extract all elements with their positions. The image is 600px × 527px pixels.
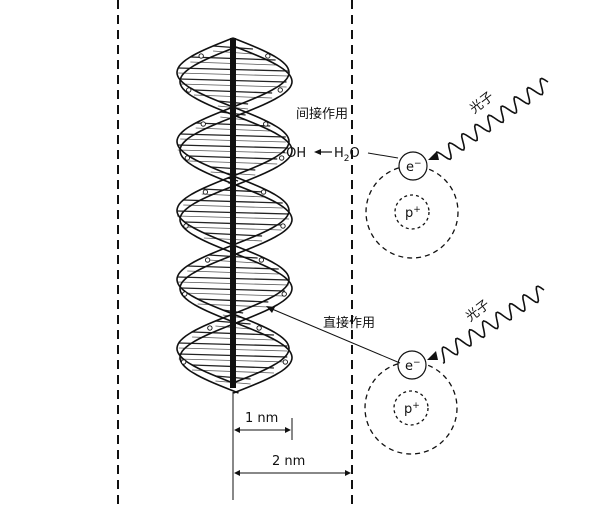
- bottom-photon-wave: [441, 285, 545, 364]
- bottom-proton-circle: [393, 390, 429, 426]
- water-h: H: [334, 146, 344, 161]
- backbone-node: [181, 359, 187, 365]
- backbone-node: [258, 257, 265, 263]
- water-to-hydroxyl-arrowhead: [314, 149, 321, 155]
- direct-action-pointer-line: [271, 308, 401, 364]
- scale-2nm-arrow-right: [345, 470, 351, 476]
- direct-action-arrowhead: [266, 306, 275, 313]
- top-electron-label: e−: [406, 159, 422, 175]
- backbone-node: [279, 155, 285, 161]
- backbone-node: [282, 359, 288, 365]
- backbone-node: [256, 325, 262, 331]
- backbone-strand-edge: [176, 37, 290, 385]
- backbone-node: [263, 121, 269, 127]
- bottom-photon-arrowhead: [427, 351, 438, 360]
- scale-1nm-arrow-left: [234, 427, 240, 433]
- top-photon-arrowhead: [428, 151, 439, 160]
- backbone-node: [184, 155, 190, 161]
- water-subscript: 2: [344, 154, 350, 164]
- scale-2nm-label: 2 nm: [272, 454, 305, 469]
- top-proton-label: p+: [405, 205, 421, 221]
- backbone-node: [281, 291, 287, 297]
- water-o: O: [350, 146, 360, 161]
- top-proton-circle: [394, 194, 430, 230]
- backbone-node: [204, 257, 211, 263]
- backbone-node: [186, 87, 192, 93]
- backbone-strand-edge: [179, 46, 293, 394]
- backbone-node: [183, 223, 189, 229]
- backbone-node: [265, 53, 271, 59]
- backbone-node: [280, 223, 286, 229]
- top-photon-wave: [435, 77, 549, 161]
- scale-1nm-label: 1 nm: [245, 411, 278, 426]
- bottom-photon-label: 光子: [463, 297, 493, 325]
- backbone-node: [260, 189, 267, 195]
- scale-1nm-arrow-right: [285, 427, 291, 433]
- bottom-proton-label: p+: [404, 401, 420, 417]
- hydroxyl-radical-label: ·OH: [282, 146, 306, 161]
- backbone-node: [200, 121, 206, 127]
- direct-action-label: 直接作用: [323, 315, 375, 331]
- top-photon-label: 光子: [467, 89, 497, 117]
- electron-to-water-line: [367, 152, 399, 159]
- backbone-node: [277, 87, 283, 93]
- scale-2nm-arrow-left: [234, 470, 240, 476]
- backbone-strand-edge: [176, 37, 290, 385]
- bottom-electron-label: e−: [405, 358, 421, 374]
- backbone-strand-edge: [179, 46, 293, 394]
- backbone-node: [198, 53, 204, 59]
- indirect-action-label: 间接作用: [296, 106, 348, 122]
- backbone-node: [207, 325, 213, 331]
- backbone-node: [202, 189, 209, 195]
- backbone-node: [182, 291, 188, 297]
- water-molecule-label: H2O: [334, 146, 360, 164]
- bottom-electron-circle: [397, 350, 427, 380]
- top-electron-circle: [398, 151, 428, 181]
